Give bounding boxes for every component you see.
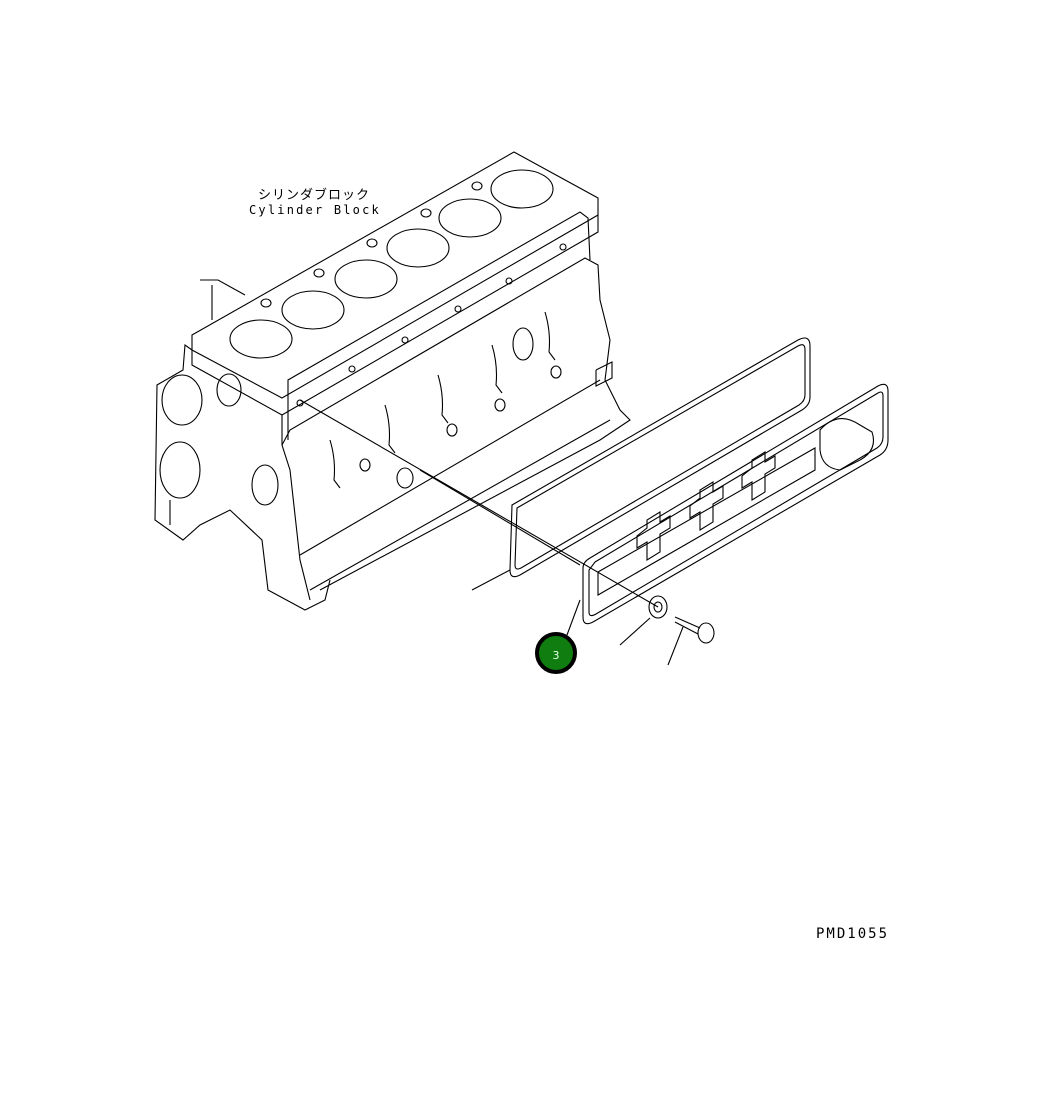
bolt xyxy=(667,616,715,666)
component-label-en: Cylinder Block xyxy=(249,203,381,217)
component-label-jp: シリンダブロック xyxy=(258,188,371,203)
block-deck-outline xyxy=(191,151,599,399)
cover-plate xyxy=(566,383,889,636)
washer xyxy=(619,595,668,646)
callout-number: 3 xyxy=(552,648,560,662)
assembly-guide-line xyxy=(299,399,659,608)
callout-badge-3[interactable]: 3 xyxy=(535,632,577,674)
drawing-code: PMD1055 xyxy=(816,926,890,942)
cylinder-block xyxy=(154,151,631,611)
gasket xyxy=(471,337,811,591)
